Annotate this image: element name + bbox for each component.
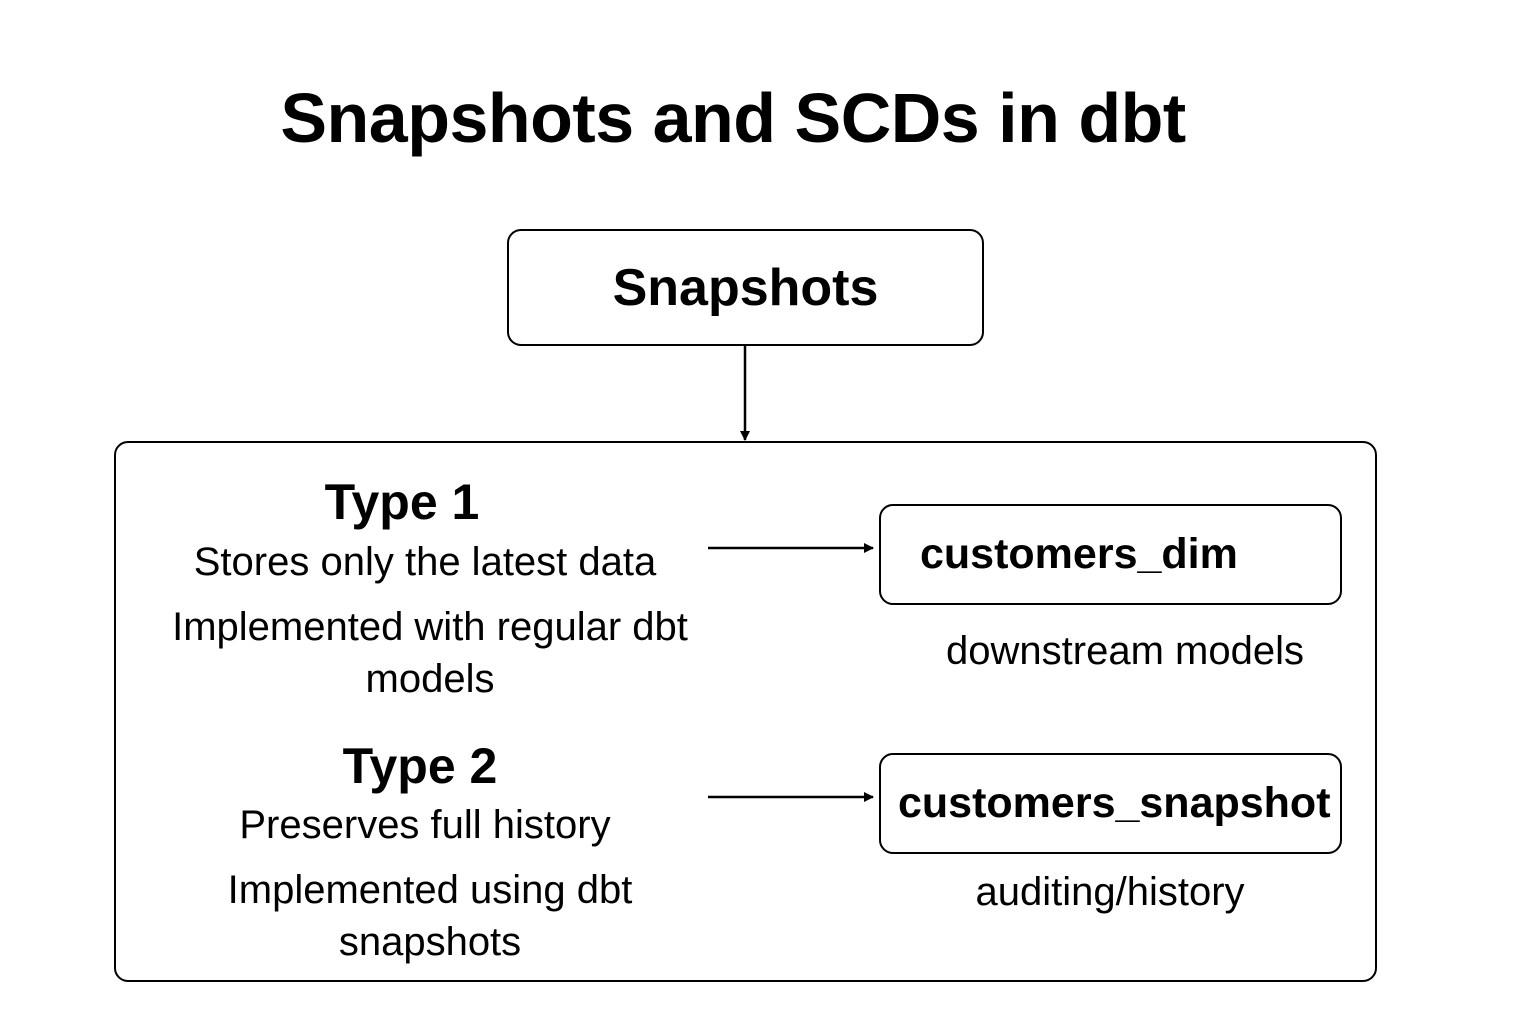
- type2-description: Preserves full history: [239, 803, 611, 847]
- type2-heading: Type 2: [342, 738, 498, 794]
- snapshots-node: Snapshots: [507, 229, 984, 346]
- type1-heading: Type 1: [324, 474, 480, 530]
- diagram-title: Snapshots and SCDs in dbt: [280, 79, 1186, 157]
- type1-implementation-line2: models: [365, 657, 495, 701]
- customers-snapshot-node: customers_snapshot: [879, 753, 1342, 854]
- type2-implementation-line1: Implemented using dbt: [227, 868, 633, 912]
- type2-implementation-line2: snapshots: [338, 920, 522, 964]
- snapshots-node-label: Snapshots: [612, 258, 879, 317]
- customers-dim-caption: downstream models: [946, 629, 1304, 673]
- customers-snapshot-label: customers_snapshot: [898, 779, 1331, 827]
- customers-snapshot-caption: auditing/history: [975, 870, 1245, 914]
- customers-dim-label: customers_dim: [920, 530, 1238, 578]
- type1-description: Stores only the latest data: [193, 540, 657, 584]
- type1-implementation-line1: Implemented with regular dbt: [172, 605, 688, 649]
- customers-dim-node: customers_dim: [879, 504, 1342, 605]
